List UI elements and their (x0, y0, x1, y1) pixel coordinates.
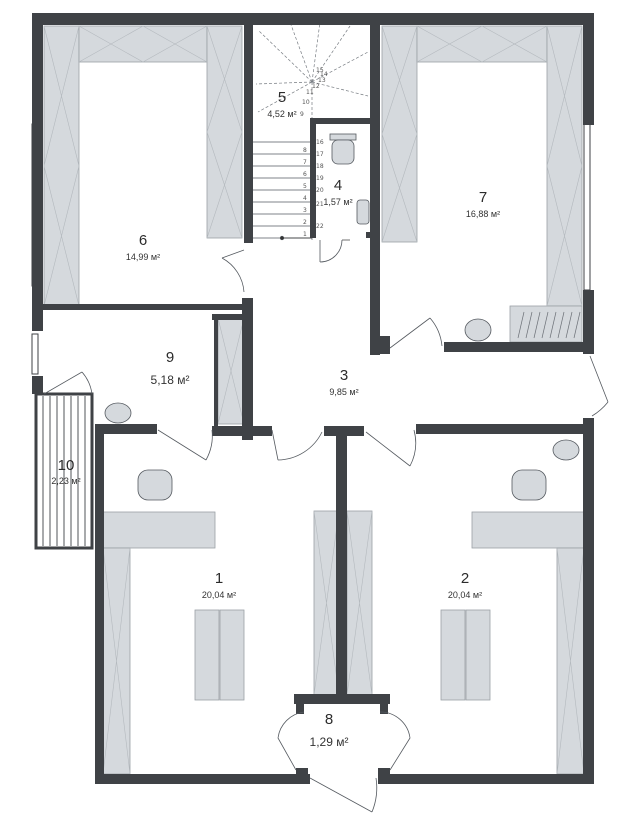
door-room-1 (271, 429, 323, 461)
stair-step-number: 19 (316, 175, 324, 182)
sink (104, 402, 132, 424)
room-number-8: 8 (325, 711, 333, 728)
room-area-4: 1,57 м² (323, 197, 352, 207)
stair-step-number: 21 (316, 201, 324, 208)
bed (465, 609, 491, 701)
wardrobe (78, 25, 208, 63)
stair-step-number: 7 (303, 159, 307, 166)
room-area-5: 4,52 м² (267, 109, 296, 119)
room-area-7: 16,88 м² (466, 209, 500, 219)
door-room-9 (157, 429, 213, 461)
room-labels: 1 20,04 м² 2 20,04 м² 3 9,85 м² 4 1,57 м… (51, 89, 500, 749)
room-area-9: 5,18 м² (151, 373, 190, 387)
bed (194, 609, 220, 701)
room-area-8: 1,29 м² (310, 735, 349, 749)
room-area-3: 9,85 м² (329, 387, 358, 397)
stair-step-number: 9 (300, 111, 304, 118)
stair-step-number: 5 (303, 183, 307, 190)
balcony (34, 392, 94, 550)
toilet (331, 139, 355, 165)
stair-step-number: 13 (318, 77, 326, 84)
toilet-tank (329, 133, 357, 141)
room-area-6: 14,99 м² (126, 252, 160, 262)
stair-step-number: 4 (303, 195, 307, 202)
stair-step-number: 1 (303, 231, 307, 238)
shower-tray (509, 305, 583, 343)
door-room-7 (389, 317, 443, 349)
sink (464, 318, 492, 342)
door-room-6 (221, 249, 245, 293)
stair-numbers: 1 2 3 4 5 6 7 8 9 10 11 12 13 14 15 16 1… (300, 67, 328, 238)
stair-step-number: 16 (316, 139, 324, 146)
stair-step-number: 8 (303, 147, 307, 154)
room-number-3: 3 (340, 367, 348, 384)
stair-step-number: 22 (316, 223, 324, 230)
room-number-7: 7 (479, 189, 487, 206)
chair (511, 469, 547, 501)
stair-step-number: 3 (303, 207, 307, 214)
stair-step-number: 12 (312, 83, 320, 90)
wardrobe (546, 25, 583, 307)
room-number-5: 5 (278, 89, 286, 106)
sink (552, 439, 580, 461)
stair-step-number: 6 (303, 171, 307, 178)
stair-step-number: 15 (316, 67, 324, 74)
stair-step-number: 14 (320, 71, 328, 78)
room-number-9: 9 (166, 349, 174, 366)
sanitary (104, 133, 580, 501)
room-number-2: 2 (461, 570, 469, 587)
room-number-4: 4 (334, 177, 342, 194)
shower-hatch (517, 311, 581, 339)
door-front (309, 777, 378, 813)
desk (102, 511, 216, 549)
wardrobe (416, 25, 548, 63)
stair-step-number: 11 (306, 89, 314, 96)
room-area-2: 20,04 м² (448, 590, 482, 600)
doors (43, 239, 609, 813)
bed (440, 609, 466, 701)
door-balcony (43, 371, 93, 395)
chair (137, 469, 173, 501)
door-vestibule (277, 711, 411, 771)
room-number-10: 10 (58, 457, 75, 474)
wardrobe (381, 25, 418, 243)
bed (219, 609, 245, 701)
stair-step-number: 2 (303, 219, 307, 226)
room-area-10: 2,23 м² (51, 476, 80, 486)
door-room-2 (365, 429, 417, 467)
stair-step-number: 10 (302, 99, 310, 106)
room-number-1: 1 (215, 570, 223, 587)
walls (32, 13, 594, 784)
wardrobe-marks (43, 25, 585, 775)
room-number-6: 6 (139, 232, 147, 249)
bathtub (356, 199, 370, 225)
stair-step-number: 20 (316, 187, 324, 194)
wardrobe (206, 25, 243, 239)
room-area-1: 20,04 м² (202, 590, 236, 600)
door-entrance (589, 355, 609, 417)
stair-step-number: 18 (316, 163, 324, 170)
wardrobe (43, 25, 80, 307)
desk (471, 511, 585, 549)
stair-step-number: 17 (316, 151, 324, 158)
door-room-4 (319, 239, 343, 263)
